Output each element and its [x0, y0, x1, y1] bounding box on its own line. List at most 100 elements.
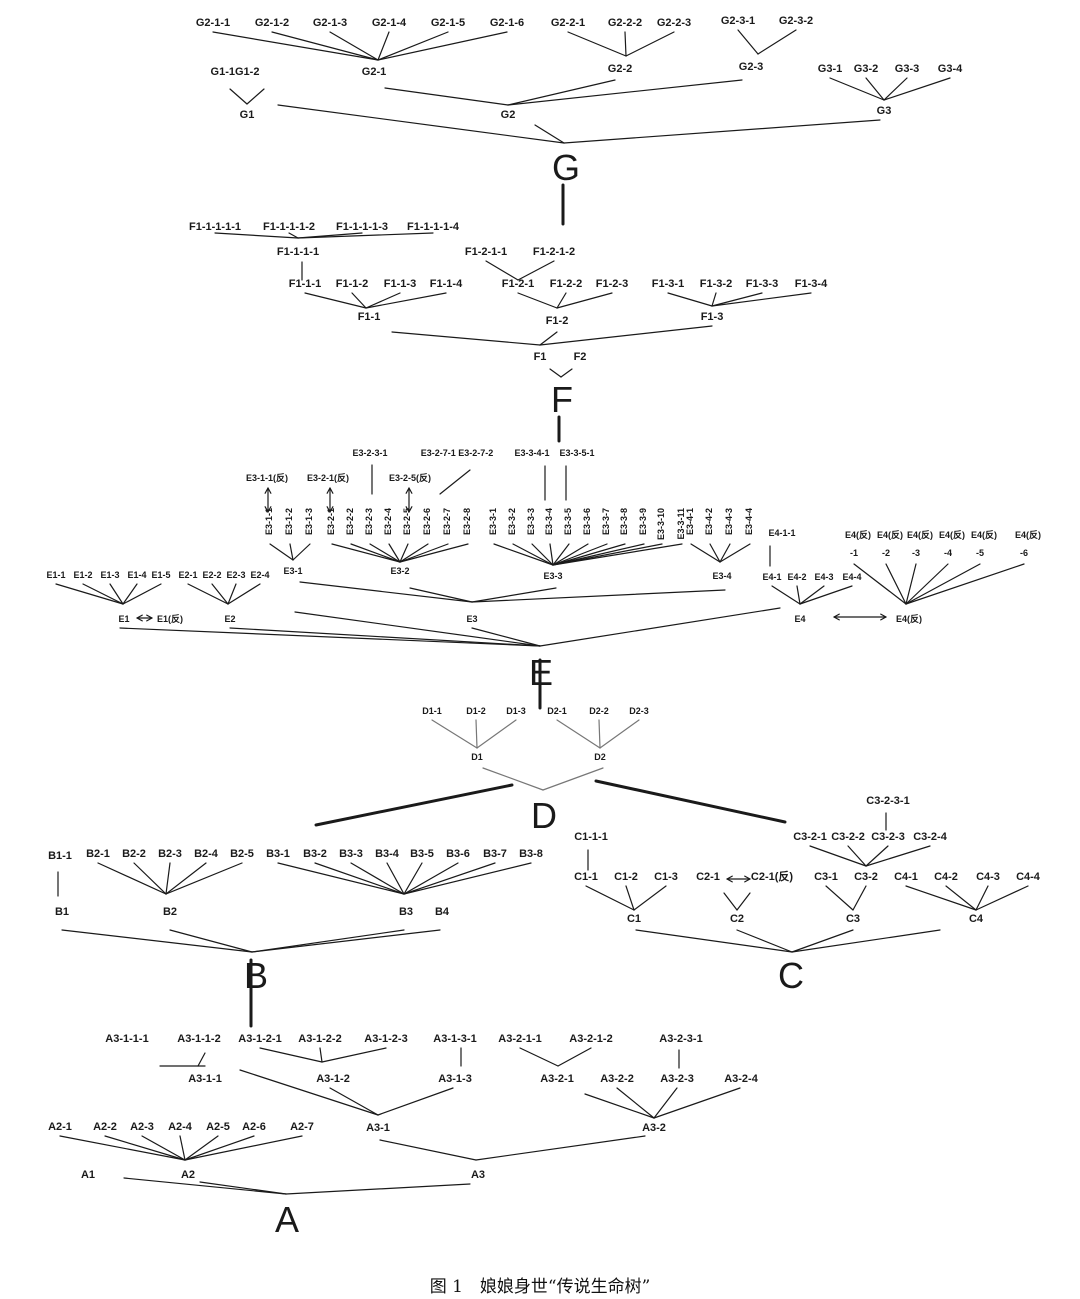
edge-c4-3: [975, 885, 989, 911]
edge-e3-3-2: [512, 543, 554, 566]
node-c3-2-3: C3-2-3: [871, 831, 905, 843]
node-e1-1: E1-1: [46, 570, 65, 580]
node-c1: C1: [627, 913, 641, 925]
edge-e3-2-7: [399, 543, 449, 563]
node-f1-2-1-2: F1-2-1-2: [533, 246, 575, 258]
node-e3: E3: [466, 614, 477, 624]
node-e3-4-2: E3-4-2: [704, 508, 714, 535]
node-g2-3-1: G2-3-1: [721, 15, 755, 27]
node-a2: A2: [181, 1169, 195, 1181]
arrow-head: [326, 506, 331, 513]
node-e3-1: E3-1: [283, 566, 302, 576]
node-a3-1-2-2: A3-1-2-2: [298, 1033, 341, 1045]
node-c3: C3: [846, 913, 860, 925]
node-g2: G2: [501, 109, 516, 121]
edge-e4-4: [799, 585, 853, 605]
node-c3-2-4: C3-2-4: [913, 831, 948, 843]
node-e2-3: E2-3: [226, 570, 245, 580]
arrow-head: [146, 617, 153, 622]
node-a2-4: A2-4: [168, 1121, 193, 1133]
node-b2-5: B2-5: [230, 848, 254, 860]
node-b3-6: B3-6: [446, 848, 470, 860]
edge-g2-1-5: [377, 31, 449, 61]
edge: [239, 1069, 379, 1116]
edge: [635, 929, 793, 953]
node-e3-4-3: E3-4-3: [724, 508, 734, 535]
edge-g2-1-4: [377, 31, 390, 61]
node-e3-4-4: E3-4-4: [744, 508, 754, 535]
node-g2-1-1: G2-1-1: [196, 17, 230, 29]
edge-e3-3-4: [549, 543, 554, 566]
node-g3-1: G3-1: [818, 63, 842, 75]
node-a3-1-1: A3-1-1: [188, 1073, 222, 1085]
edge-d2-1: [556, 719, 601, 749]
node-a3-2: A3-2: [642, 1122, 666, 1134]
node-f1-2-1-1: F1-2-1-1: [465, 246, 507, 258]
node-e: E: [529, 652, 553, 693]
edge-f1-3-1: [667, 292, 713, 307]
edge-a2-2: [104, 1135, 186, 1161]
node-b3-3: B3-3: [339, 848, 363, 860]
edge-e3-3-11: [552, 543, 683, 566]
arrow-head: [880, 613, 887, 618]
node-1: -1: [850, 548, 858, 558]
node-c3-2-2: C3-2-2: [831, 831, 865, 843]
node-e3-3-4: E3-3-4: [544, 508, 554, 535]
node-e2: E2: [224, 614, 235, 624]
node-f1-2-2: F1-2-2: [550, 278, 582, 290]
node-3: -3: [912, 548, 920, 558]
edge-e3-2-1: [331, 543, 401, 563]
node-b2-2: B2-2: [122, 848, 146, 860]
node-g2-1-6: G2-1-6: [490, 17, 524, 29]
node-g3-2: G3-2: [854, 63, 878, 75]
node-f: F: [551, 379, 573, 420]
edge-a3-1-2-3: [321, 1047, 387, 1063]
node-c4-2: C4-2: [934, 871, 958, 883]
node-a1: A1: [81, 1169, 95, 1181]
node-e4-1-1: E4-1-1: [768, 528, 795, 538]
node-b3-8: B3-8: [519, 848, 543, 860]
arrow-head: [146, 614, 153, 619]
node-f1-1-2: F1-1-2: [336, 278, 368, 290]
node-g2-2-3: G2-2-3: [657, 17, 691, 29]
node-a3-2-3: A3-2-3: [660, 1073, 694, 1085]
node-a3-1-2: A3-1-2: [316, 1073, 350, 1085]
node-e1-2: E1-2: [73, 570, 92, 580]
edge-e3-3-5: [552, 543, 570, 566]
edge: [736, 929, 793, 953]
edge-e3-1-3: [292, 543, 311, 561]
arrow-head: [326, 487, 331, 494]
edge-e3-1-1: [269, 543, 294, 561]
edge-b3-2: [314, 862, 405, 895]
edge-e3-2-3: [369, 543, 401, 563]
node-e3-2-1: E3-2-1: [326, 508, 336, 535]
node-c4: C4: [969, 913, 984, 925]
node-e3-4-1: E3-4-1: [685, 508, 695, 535]
node-c1-1: C1-1: [574, 871, 598, 883]
node-a3: A3: [471, 1169, 485, 1181]
edge-f1-3-2: [711, 292, 717, 307]
node-c1-3: C1-3: [654, 871, 678, 883]
edge-d1-2: [475, 719, 478, 749]
node-e3-2-5-rev: E3-2-5(反): [389, 472, 431, 483]
edge-e1-5: [122, 583, 162, 605]
edge-a2-5: [184, 1135, 219, 1161]
node-e3-3-11: E3-3-11: [676, 508, 686, 540]
node-d2-1: D2-1: [547, 706, 567, 716]
edge: [391, 331, 541, 346]
node-e3-3-7: E3-3-7: [601, 508, 611, 535]
node-e3-2-1-rev: E3-2-1(反): [307, 472, 349, 483]
edge: [169, 929, 253, 953]
node-f1-3: F1-3: [701, 311, 724, 323]
arrow-head: [267, 487, 272, 494]
node-e4-rev: E4(反): [907, 529, 933, 540]
node-a3-1-2-3: A3-1-2-3: [364, 1033, 407, 1045]
edge: [251, 929, 405, 953]
arrow-head: [833, 613, 840, 618]
edge-f1-2-1: [517, 292, 558, 309]
edge: [294, 611, 541, 647]
node-f1-1: F1-1: [358, 311, 381, 323]
edge-g2-1-1: [212, 31, 379, 61]
edge: [539, 325, 713, 346]
